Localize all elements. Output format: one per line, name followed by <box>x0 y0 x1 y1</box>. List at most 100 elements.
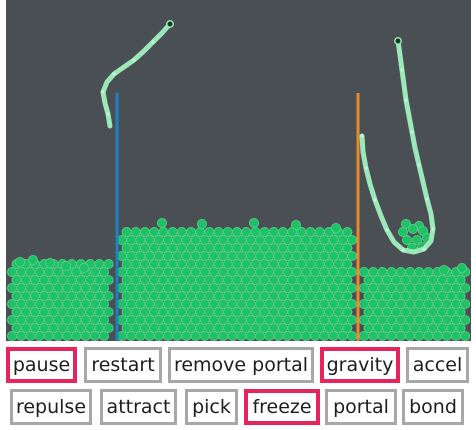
rope-node <box>373 198 377 202</box>
rope-left <box>100 21 173 129</box>
rope-node <box>151 40 155 44</box>
particle <box>438 264 449 275</box>
particle <box>455 322 466 333</box>
particle <box>149 226 160 237</box>
rope-anchor-right <box>394 37 402 45</box>
particle <box>130 226 141 237</box>
particle <box>411 234 422 245</box>
particle <box>397 226 408 237</box>
simulation-canvas[interactable] <box>6 0 471 341</box>
particle <box>204 226 215 237</box>
rope-node <box>401 248 405 252</box>
particle <box>456 262 467 273</box>
control-panel: pause restart remove portal gravity acce… <box>0 341 476 430</box>
rope-anchor-left <box>166 20 174 28</box>
particle <box>248 217 259 228</box>
rope-node <box>404 98 408 102</box>
portal-button[interactable]: portal <box>325 389 397 425</box>
particle <box>314 226 325 237</box>
particle <box>460 282 471 293</box>
particle <box>61 260 72 271</box>
particle <box>103 274 114 285</box>
particle <box>358 266 369 277</box>
particle <box>377 266 388 277</box>
rope-node <box>400 68 404 72</box>
particle <box>99 266 110 277</box>
rope-node <box>101 90 105 94</box>
particle <box>103 290 114 301</box>
particle <box>342 290 353 301</box>
particle <box>259 226 270 237</box>
particle <box>407 223 418 234</box>
particle <box>290 219 301 230</box>
gravity-button[interactable]: gravity <box>320 347 400 383</box>
particle <box>103 258 114 269</box>
particle <box>460 330 471 341</box>
particle <box>250 226 261 237</box>
particle <box>460 314 471 325</box>
particle <box>45 257 56 268</box>
rope-node <box>385 228 389 232</box>
rope-node <box>360 134 364 138</box>
particle <box>404 266 415 277</box>
particle <box>99 330 110 341</box>
rope-node <box>106 112 110 116</box>
pick-button[interactable]: pick <box>185 389 238 425</box>
particle <box>176 226 187 237</box>
rope-node <box>417 163 421 167</box>
rope-node <box>410 130 414 134</box>
particle <box>455 290 466 301</box>
particle <box>401 234 412 245</box>
rope-node <box>132 58 136 62</box>
accel-button[interactable]: accel <box>406 347 469 383</box>
restart-button[interactable]: restart <box>84 347 162 383</box>
particle <box>213 226 224 237</box>
particle <box>196 218 207 229</box>
particle <box>167 226 178 237</box>
remove-portal-button[interactable]: remove portal <box>168 347 314 383</box>
particle <box>395 266 406 277</box>
particle <box>342 306 353 317</box>
particle <box>222 226 233 237</box>
particle-scene[interactable] <box>6 0 471 341</box>
particle <box>156 217 167 228</box>
particle <box>455 306 466 317</box>
particle <box>99 282 110 293</box>
particle <box>268 226 279 237</box>
rope-node <box>431 227 435 231</box>
particle <box>14 256 25 267</box>
particle <box>94 258 105 269</box>
bond-button[interactable]: bond <box>402 389 464 425</box>
particle <box>121 226 132 237</box>
particle <box>185 226 196 237</box>
particle <box>423 266 434 277</box>
particle <box>241 226 252 237</box>
attract-button[interactable]: attract <box>100 389 177 425</box>
particle <box>139 226 150 237</box>
rope-node <box>425 197 429 201</box>
particle <box>330 222 341 233</box>
particle <box>277 226 288 237</box>
particle <box>342 274 353 285</box>
particle <box>342 242 353 253</box>
particle <box>231 226 242 237</box>
particle <box>103 306 114 317</box>
particle <box>158 226 169 237</box>
particle <box>342 258 353 269</box>
particle <box>103 322 114 333</box>
particle <box>27 254 38 265</box>
particle <box>342 322 353 333</box>
rope-node <box>422 247 426 251</box>
particle <box>99 298 110 309</box>
freeze-button[interactable]: freeze <box>244 389 320 425</box>
particle <box>386 266 397 277</box>
particle <box>455 274 466 285</box>
particle <box>79 262 90 273</box>
particle <box>305 226 316 237</box>
particle <box>99 314 110 325</box>
pause-button[interactable]: pause <box>6 347 77 383</box>
particle <box>414 266 425 277</box>
repulse-button[interactable]: repulse <box>10 389 92 425</box>
particle <box>368 266 379 277</box>
rope-node <box>364 166 368 170</box>
